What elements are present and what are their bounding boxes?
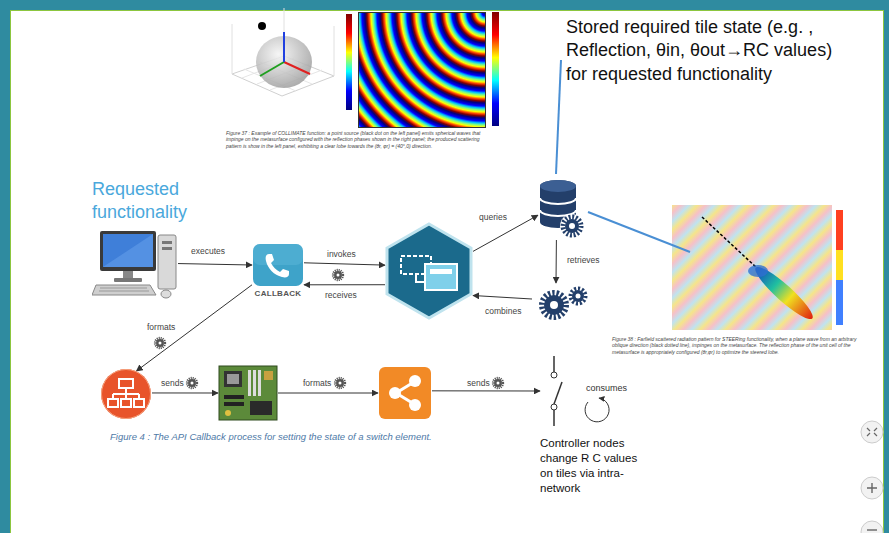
edge-label: sends [160, 378, 185, 389]
motherboard-icon [218, 365, 278, 421]
network-circle-icon [100, 368, 152, 420]
database-icon [538, 178, 584, 240]
computer-icon [92, 229, 178, 301]
gear-symbol [187, 378, 197, 388]
colorbar [492, 12, 499, 126]
icon-shape [378, 366, 432, 420]
gears-icon [532, 283, 592, 323]
edge-label: formats [302, 378, 332, 389]
connector-arrow [304, 284, 385, 285]
icon-label: CALLBACK [252, 289, 304, 298]
callout-text: Stored required tile state (e.g. , Refle… [566, 16, 846, 86]
gear-symbol [335, 378, 345, 388]
edge-label: invokes [326, 249, 357, 260]
icon-shape [252, 243, 304, 287]
api-hexagon [385, 222, 473, 320]
gear-symbol [333, 270, 343, 280]
switch-symbol [540, 356, 580, 426]
share-square-icon [378, 366, 432, 420]
connector-arrow [178, 264, 252, 265]
note-text: Controller nodes change R C values on ti… [540, 436, 648, 496]
edge-label: formats [146, 322, 176, 333]
heading-text: Requested functionality [92, 178, 217, 223]
edge-label: executes [190, 246, 226, 257]
connector-arrow [556, 240, 557, 283]
icon-shape [92, 229, 178, 301]
edge-label: combines [484, 306, 522, 317]
connector-arrow [432, 390, 540, 391]
connector-arrow [152, 392, 218, 393]
figure-caption: Figure 37 : Example of COLLIMATE functio… [226, 130, 494, 149]
icon-shape [100, 368, 152, 420]
diagram-caption: Figure 4 : The API Callback process for … [110, 431, 530, 442]
database-node [538, 178, 584, 240]
edge-label: receives [324, 290, 358, 301]
computer-node: Requested functionality [92, 178, 217, 301]
switch-node: Controller nodes change R C values on ti… [540, 356, 648, 496]
phase-heatmap [358, 12, 486, 128]
icon-shape [532, 283, 592, 323]
figure-caption: Figure 38 : Farfield scattered radiation… [612, 336, 857, 355]
gears-node [532, 283, 592, 323]
motherboard-node [218, 365, 278, 421]
icon-shape [218, 365, 278, 421]
connector-arrow [304, 263, 385, 265]
icon-shape [538, 178, 584, 240]
gear-symbol [493, 378, 503, 388]
steering-lobe [672, 205, 847, 330]
edge-label: queries [478, 212, 508, 223]
connector-arrow [278, 393, 378, 394]
callback-node: CALLBACK [252, 243, 304, 298]
edge-label: retrieves [566, 255, 601, 266]
api-node [385, 222, 473, 320]
colorbar [346, 14, 352, 110]
network-node [100, 368, 152, 420]
callback-icon [252, 243, 304, 287]
icon-shape [385, 222, 473, 320]
connector-arrow [473, 296, 532, 300]
icon-shape [540, 356, 580, 426]
scatter-3d-plot [222, 4, 344, 114]
edge-label: sends [466, 378, 491, 389]
share-node [378, 366, 432, 420]
connector-arrow [136, 285, 252, 371]
loop-label: consumes [586, 383, 627, 393]
gear-symbol [155, 338, 165, 348]
